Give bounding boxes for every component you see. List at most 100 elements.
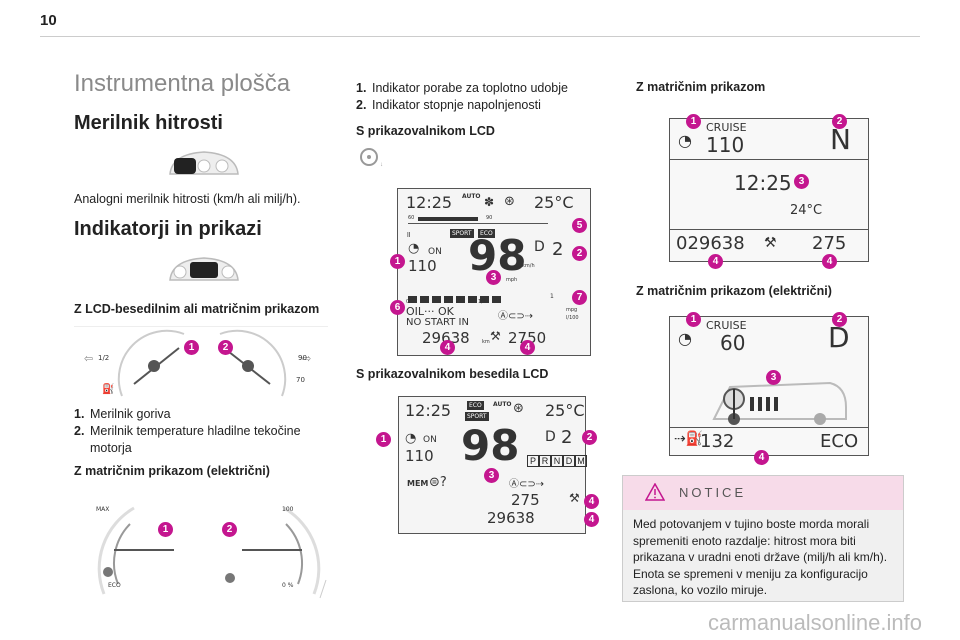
warning-icon	[645, 483, 665, 501]
lcd-time: 12:25	[406, 193, 453, 212]
steering-wheel-icon: ↓	[356, 146, 388, 168]
fuel-scale-half: 1/2	[478, 299, 487, 305]
marker-1: 1	[376, 432, 391, 447]
marker-1: 1	[158, 522, 173, 537]
lcd2-auto: AUTO	[493, 401, 512, 408]
m2-cruise: CRUISE	[706, 319, 747, 332]
marker-2: 2	[832, 312, 847, 327]
display-location-illustration	[166, 254, 242, 284]
header-divider	[40, 36, 920, 37]
fuel-scale-0: 0	[406, 299, 410, 305]
subtitle-lcd: S prikazovalnikom LCD	[356, 124, 495, 138]
svg-text:⇦: ⇦	[84, 352, 93, 365]
speed-limiter-icon: ◔	[408, 241, 420, 256]
gear-r: R	[539, 455, 551, 467]
page-number: 10	[40, 12, 57, 29]
cruise-control-icon: ◔	[678, 131, 692, 150]
lcd-kmh: km/h	[522, 263, 535, 269]
lcd2-temp: 25°C	[545, 401, 585, 420]
scale-90: 90	[486, 215, 493, 221]
lcd-speed-set: 110	[408, 257, 437, 275]
marker-4: 4	[822, 254, 837, 269]
section-title-speedometer: Merilnik hitrosti	[74, 112, 223, 134]
gear-p: P	[527, 455, 539, 467]
notice-header: NOTICE	[623, 476, 903, 510]
car-icon: Ⓐ⊂⊃⇢	[498, 311, 534, 322]
lcd-auto: AUTO	[462, 193, 481, 200]
marker-4: 4	[584, 494, 599, 509]
fan-icon: ✽	[484, 195, 495, 209]
lcd-on: ON	[428, 247, 442, 257]
gauge-max-label: MAX	[96, 506, 110, 513]
m1-temp: 24°C	[790, 203, 823, 218]
speedometer-location-illustration	[166, 148, 242, 178]
lcd2-sport-badge: SPORT	[465, 412, 489, 421]
svg-text:⛽: ⛽	[102, 382, 114, 395]
svg-text:⇨: ⇨	[302, 352, 311, 365]
svg-text:↓: ↓	[380, 162, 383, 168]
marker-1: 1	[390, 254, 405, 269]
list-item: 2.Indikator stopnje napolnjenosti	[356, 98, 541, 112]
notice-text: Med potovanjem v tujino boste morda mora…	[633, 517, 888, 597]
m1-time: 12:25	[734, 171, 792, 195]
lcd-eco-badge: ECO	[478, 229, 495, 238]
marker-4: 4	[440, 340, 455, 355]
marker-4: 4	[708, 254, 723, 269]
subtitle-matrix: Z matričnim prikazom	[636, 80, 766, 94]
gear-m: M	[575, 455, 587, 467]
m1-speed: 110	[706, 133, 745, 157]
recirculation-icon: ⊛	[504, 194, 515, 209]
pause-icon: ॥	[406, 230, 411, 239]
list-item: 1.Merilnik goriva	[74, 407, 171, 421]
subtitle-lcd-or-matrix: Z LCD-besedilnim ali matričnim prikazom	[74, 302, 320, 316]
lcd-display: 12:25 AUTO ✽ ⊛ 25°C 60 90 ॥ SPORT ECO ◔ …	[397, 188, 591, 356]
wrench-icon: ⚒	[764, 235, 777, 251]
m1-odometer: 029638	[676, 233, 745, 254]
gauge-100-label: 100	[282, 506, 294, 513]
lcd2-speed: 98	[461, 421, 520, 470]
fuel-scale	[408, 291, 558, 303]
speedometer-description: Analogni merilnik hitrosti (km/h ali mil…	[74, 192, 301, 206]
temp-gauge-70-label: 70	[296, 376, 305, 384]
lcd-km: km	[482, 339, 490, 345]
lcd2-trip: 275	[511, 491, 540, 509]
marker-1: 1	[686, 312, 701, 327]
marker-3: 3	[766, 370, 781, 385]
m2-gear: D	[828, 321, 850, 354]
m2-range: 132	[700, 431, 735, 452]
car-icon: Ⓐ⊂⊃⇢	[509, 479, 545, 490]
marker-4: 4	[584, 512, 599, 527]
wrench-icon: ⚒	[490, 329, 501, 343]
fuel-gauge-half-label: 1/2	[98, 354, 110, 362]
speed-limiter-icon: ◔	[405, 431, 417, 446]
marker-2: 2	[582, 430, 597, 445]
lcd-temp: 25°C	[534, 193, 574, 212]
footer-watermark: carmanualsonline.info	[707, 610, 922, 635]
marker-2: 2	[218, 340, 233, 355]
lcd2-time: 12:25	[405, 401, 452, 420]
matrix-display: ◔ CRUISE 110 N 12:25 24°C 029638 ⚒ 275	[669, 118, 869, 262]
marker-2: 2	[832, 114, 847, 129]
marker-2: 2	[572, 246, 587, 261]
temp-gauge-90-label: 90	[298, 354, 307, 362]
lcd-gear: D	[534, 239, 545, 255]
m2-speed: 60	[720, 331, 746, 355]
list-item: 2.Merilnik temperature hladilne tekočine…	[74, 424, 301, 455]
lcd-odometer: 29638	[422, 329, 470, 347]
gear-d: D	[563, 455, 575, 467]
lcd-oil: OIL··· OK	[406, 305, 454, 318]
subtitle-lcd-text: S prikazovalnikom besedila LCD	[356, 367, 549, 381]
m1-cruise: CRUISE	[706, 121, 747, 134]
divider	[670, 427, 868, 428]
lcd-start: NO START IN	[406, 317, 469, 328]
lcd2-gear-num: 2	[561, 427, 573, 448]
matrix-display-electric: ◔ CRUISE 60 D ⇢⛽ 132 ECO	[669, 316, 869, 456]
marker-3: 3	[486, 270, 501, 285]
m1-range: 275	[812, 233, 847, 254]
temp-scale	[408, 217, 548, 224]
marker-2: 2	[222, 522, 237, 537]
marker-6: 6	[390, 300, 405, 315]
fuel-scale-1: 1	[550, 293, 554, 300]
lcd-mpg: mpg	[566, 307, 578, 313]
lcd2-gear: D	[545, 429, 556, 445]
